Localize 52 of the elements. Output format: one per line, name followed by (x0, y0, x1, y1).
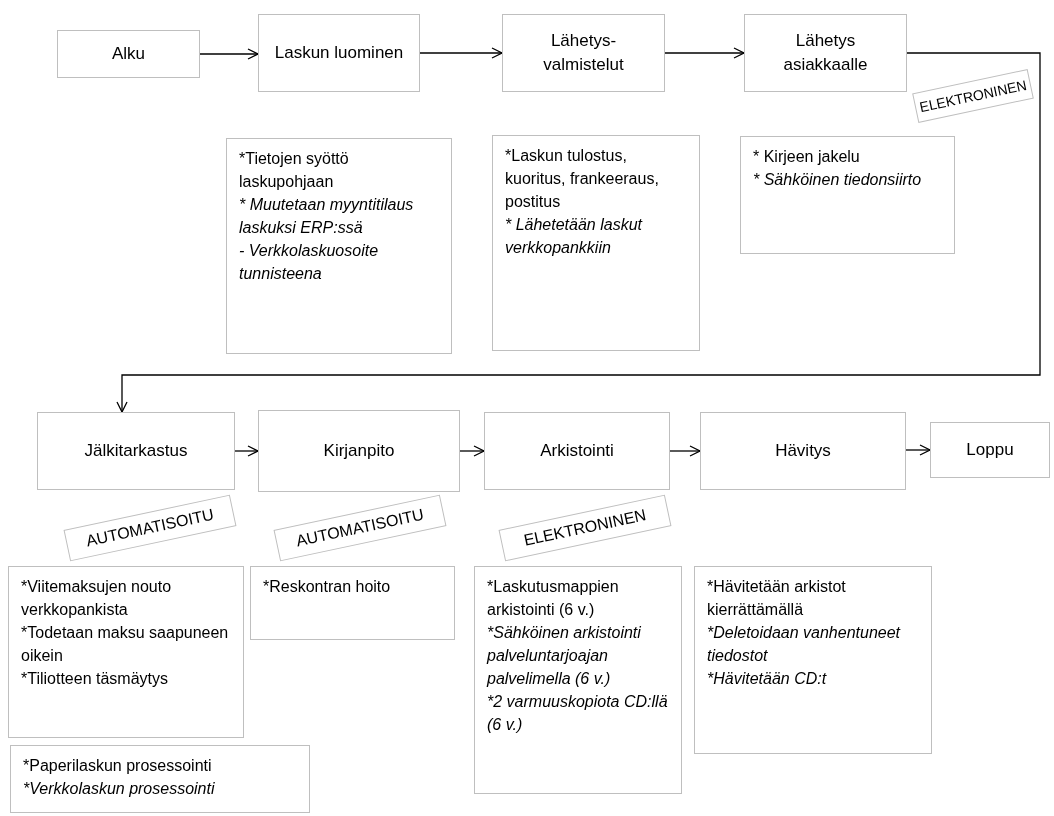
note-text: *Laskutusmappien arkistointi (6 v.) (487, 577, 620, 620)
note-text: * Lähetetään laskut verkkopankkiin (505, 215, 644, 258)
process-box (258, 410, 460, 492)
process-box (700, 412, 906, 490)
process-box (502, 14, 665, 92)
note-text: * Kirjeen jakelu (753, 147, 861, 167)
note-box (226, 138, 452, 354)
note-text: *Deletoidaan vanhentuneet tiedostot (707, 623, 902, 666)
note-text: *Todetaan maksu saapuneen oikein (21, 623, 230, 666)
process-label: Jälkitarkastus (84, 440, 188, 462)
process-box (930, 422, 1050, 478)
note-text: *Viitemaksujen nouto verkkopankista (21, 577, 173, 620)
note-text: *Tiliotteen täsmäytys (21, 669, 169, 689)
process-box (57, 30, 200, 78)
process-label: Hävitys (775, 440, 831, 462)
arrow (116, 52, 1041, 413)
note-box (740, 136, 955, 254)
legend-text: *Verkkolaskun prosessointi (23, 779, 216, 799)
arrow (234, 445, 259, 457)
note-text: *Reskontran hoito (263, 577, 392, 597)
note-text: *Sähköinen arkistointi palveluntarjoajan palvelimella (6 v.) (487, 623, 642, 689)
note-text: * Sähköinen tiedonsiirto (753, 170, 923, 190)
note-text: *Hävitetään CD:t (707, 669, 828, 689)
note-box (8, 566, 244, 738)
arrow (459, 445, 485, 457)
process-label: Loppu (966, 439, 1014, 461)
arrow (669, 445, 701, 457)
note-box (694, 566, 932, 754)
arrow (199, 48, 259, 60)
arrow (664, 47, 745, 59)
note-text: - Verkkolaskuosoite tunnisteena (239, 241, 380, 284)
note-box (474, 566, 682, 794)
note-text: *2 varmuuskopiota CD:llä (6 v.) (487, 692, 669, 735)
process-box (484, 412, 670, 490)
process-box (744, 14, 907, 92)
note-text: *Hävitetään arkistot kierrättämällä (707, 577, 847, 620)
process-box (258, 14, 420, 92)
process-label: Kirjanpito (323, 440, 395, 462)
note-text: *Tietojen syöttö laskupohjaan (239, 149, 350, 192)
note-text: * Muutetaan myyntitilaus laskuksi ERP:ssä (239, 195, 415, 238)
process-label: Alku (111, 43, 146, 65)
legend-text: *Paperilaskun prosessointi (23, 756, 213, 776)
process-label: Lähetys asiakkaalle (782, 30, 869, 76)
process-label: Lähetys- valmistelut (542, 30, 625, 76)
process-label: Laskun luominen (274, 42, 404, 64)
note-box (492, 135, 700, 351)
note-text: *Laskun tulostus, kuoritus, frankeeraus, postitus (505, 146, 660, 212)
arrow (419, 47, 503, 59)
process-label: Arkistointi (540, 440, 614, 462)
process-box (37, 412, 235, 490)
note-box (250, 566, 455, 640)
arrow (905, 444, 931, 456)
